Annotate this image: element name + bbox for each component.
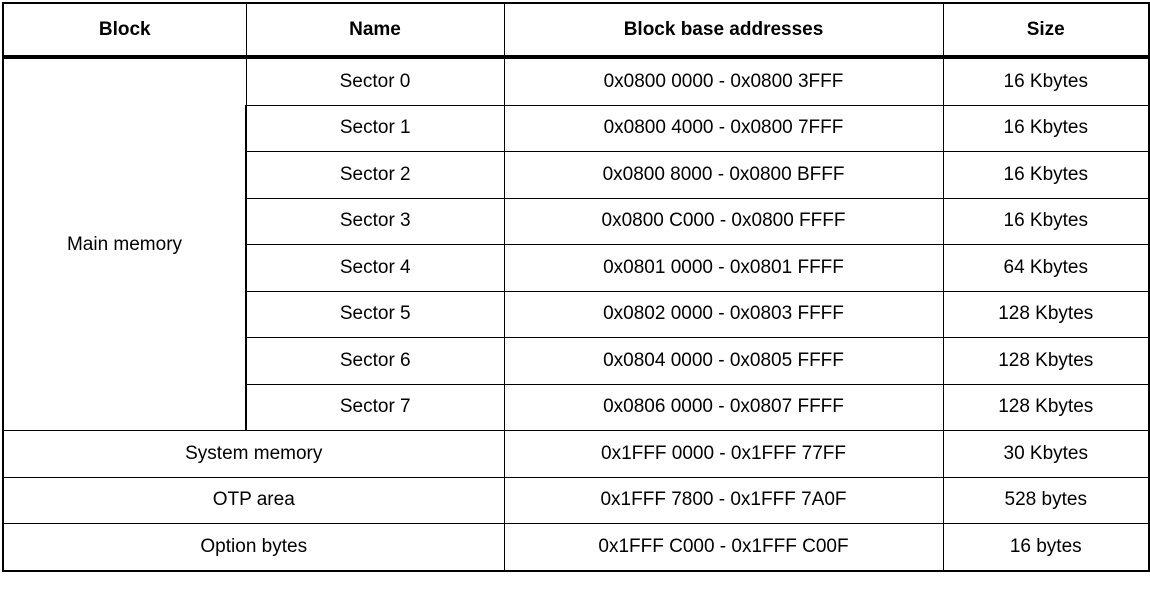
cell-sector-name: Sector 0 — [245, 56, 505, 106]
cell-addresses: 0x0800 4000 - 0x0800 7FFF — [503, 104, 944, 152]
cell-addresses: 0x0800 C000 - 0x0800 FFFF — [503, 197, 944, 245]
cell-size: 16 bytes — [942, 523, 1150, 572]
cell-size: 16 Kbytes — [942, 104, 1150, 152]
header-row: Block Name Block base addresses Size — [2, 2, 1150, 59]
cell-block-main-memory: Main memory — [2, 56, 247, 431]
cell-sector-name: Sector 3 — [245, 197, 505, 245]
flash-memory-map-table: Block Name Block base addresses Size Mai… — [2, 2, 1150, 572]
cell-addresses: 0x1FFF C000 - 0x1FFF C00F — [503, 523, 944, 572]
cell-size: 16 Kbytes — [942, 197, 1150, 245]
cell-sector-name: Sector 5 — [245, 290, 505, 338]
cell-size: 128 Kbytes — [942, 337, 1150, 385]
header-name: Name — [245, 2, 505, 59]
cell-sector-name: Sector 7 — [245, 383, 505, 431]
cell-size: 16 Kbytes — [942, 56, 1150, 106]
header-block: Block — [2, 2, 247, 59]
cell-size: 30 Kbytes — [942, 430, 1150, 478]
cell-size: 16 Kbytes — [942, 151, 1150, 199]
table-row-sector-2: Sector 2 0x0800 8000 - 0x0800 BFFF 16 Kb… — [3, 151, 1150, 199]
table-row-sector-3: Sector 3 0x0800 C000 - 0x0800 FFFF 16 Kb… — [3, 197, 1150, 245]
cell-block-option-bytes: Option bytes — [2, 523, 505, 572]
table-row-sector-1: Sector 1 0x0800 4000 - 0x0800 7FFF 16 Kb… — [3, 104, 1150, 152]
cell-addresses: 0x0804 0000 - 0x0805 FFFF — [503, 337, 944, 385]
cell-size: 64 Kbytes — [942, 244, 1150, 292]
cell-sector-name: Sector 4 — [245, 244, 505, 292]
cell-size: 128 Kbytes — [942, 383, 1150, 431]
cell-addresses: 0x1FFF 7800 - 0x1FFF 7A0F — [503, 476, 944, 524]
table-row-system-memory: System memory 0x1FFF 0000 - 0x1FFF 77FF … — [2, 430, 1150, 478]
header-size: Size — [942, 2, 1150, 59]
cell-block-system-memory: System memory — [2, 430, 505, 478]
cell-addresses: 0x0801 0000 - 0x0801 FFFF — [503, 244, 944, 292]
cell-block-otp-area: OTP area — [2, 476, 505, 524]
cell-addresses: 0x1FFF 0000 - 0x1FFF 77FF — [503, 430, 944, 478]
cell-size: 528 bytes — [942, 476, 1150, 524]
table-row-sector-4: Sector 4 0x0801 0000 - 0x0801 FFFF 64 Kb… — [3, 244, 1150, 292]
cell-sector-name: Sector 2 — [245, 151, 505, 199]
table-row-otp-area: OTP area 0x1FFF 7800 - 0x1FFF 7A0F 528 b… — [2, 476, 1150, 524]
table-row-option-bytes: Option bytes 0x1FFF C000 - 0x1FFF C00F 1… — [2, 523, 1150, 572]
cell-addresses: 0x0800 8000 - 0x0800 BFFF — [503, 151, 944, 199]
table-row-sector-0: Main memory Sector 0 0x0800 0000 - 0x080… — [2, 56, 1150, 431]
cell-sector-name: Sector 1 — [245, 104, 505, 152]
cell-addresses: 0x0802 0000 - 0x0803 FFFF — [503, 290, 944, 338]
table-row-sector-7: Sector 7 0x0806 0000 - 0x0807 FFFF 128 K… — [3, 383, 1150, 431]
cell-size: 128 Kbytes — [942, 290, 1150, 338]
header-base-addresses: Block base addresses — [503, 2, 944, 59]
cell-addresses: 0x0806 0000 - 0x0807 FFFF — [503, 383, 944, 431]
table-row-sector-5: Sector 5 0x0802 0000 - 0x0803 FFFF 128 K… — [3, 290, 1150, 338]
cell-addresses: 0x0800 0000 - 0x0800 3FFF — [503, 56, 944, 106]
cell-sector-name: Sector 6 — [245, 337, 505, 385]
